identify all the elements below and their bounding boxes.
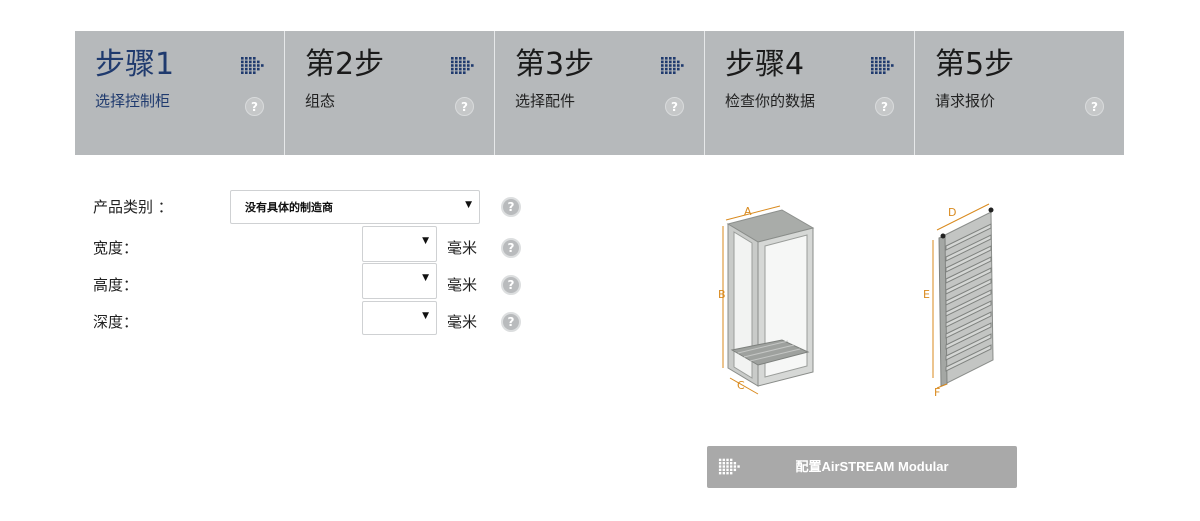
height-select[interactable]: ▼ xyxy=(362,263,437,299)
height-label: 高度： xyxy=(93,276,139,294)
configure-button-label: 配置AirSTREAM Modular xyxy=(795,459,949,474)
step-title: 步骤1 xyxy=(95,47,175,82)
step-title: 步骤4 xyxy=(725,47,805,82)
width-row: 宽度： ▼ 毫米 ? xyxy=(93,226,533,265)
step-title: 第3步 xyxy=(515,47,595,82)
caret-down-icon: ▼ xyxy=(422,311,429,321)
step-subtitle: 检查你的数据 xyxy=(725,92,816,110)
depth-select[interactable]: ▼ xyxy=(362,301,437,335)
step-5[interactable]: 第5步 请求报价 ? xyxy=(915,31,1124,155)
dotted-arrow-icon xyxy=(241,57,264,74)
step-subtitle: 选择控制柜 xyxy=(95,92,171,110)
rack-diagram: D E F xyxy=(923,203,994,399)
category-value: 没有具体的制造商 xyxy=(245,201,333,214)
caret-down-icon: ▼ xyxy=(465,200,472,210)
dotted-arrow-icon xyxy=(451,57,474,74)
cabinet-diagram: A B C xyxy=(718,205,815,395)
help-icon[interactable]: ? xyxy=(501,312,521,332)
step-subtitle: 组态 xyxy=(305,92,336,110)
width-unit: 毫米 xyxy=(447,239,478,257)
category-label: 产品类别 ： xyxy=(93,198,173,216)
step-3[interactable]: 第3步 选择配件 ? xyxy=(495,31,705,155)
step-4[interactable]: 步骤4 检查你的数据 ? xyxy=(705,31,915,155)
width-label: 宽度： xyxy=(93,239,139,257)
category-row: 产品类别 ： 没有具体的制造商 ▼ ? xyxy=(93,190,533,224)
depth-row: 深度： ▼ 毫米 ? xyxy=(93,301,533,339)
dimension-label: F xyxy=(934,386,940,399)
step-1[interactable]: 步骤1 选择控制柜 ? xyxy=(75,31,285,155)
height-unit: 毫米 xyxy=(447,276,478,294)
dimension-label: B xyxy=(718,288,726,301)
help-icon[interactable]: ? xyxy=(501,275,521,295)
dotted-arrow-icon xyxy=(718,458,740,475)
step-2[interactable]: 第2步 组态 ? xyxy=(285,31,495,155)
width-select[interactable]: ▼ xyxy=(362,226,437,262)
help-icon[interactable]: ? xyxy=(665,97,684,116)
depth-label: 深度： xyxy=(93,313,139,331)
caret-down-icon: ▼ xyxy=(422,236,429,246)
dotted-arrow-icon xyxy=(661,57,684,74)
help-icon[interactable]: ? xyxy=(501,197,521,217)
depth-unit: 毫米 xyxy=(447,313,478,331)
steps-bar: 步骤1 选择控制柜 ? 第2步 组态 ? 第3步 选择配件 ? 步骤4 检查你的… xyxy=(75,31,1124,155)
dotted-arrow-icon xyxy=(871,57,894,74)
step-subtitle: 请求报价 xyxy=(935,92,996,110)
dimension-label: E xyxy=(923,288,930,301)
help-icon[interactable]: ? xyxy=(1085,97,1104,116)
step-title: 第2步 xyxy=(305,47,385,82)
dimension-label: A xyxy=(744,205,752,218)
configure-button[interactable]: 配置AirSTREAM Modular xyxy=(707,446,1017,488)
help-icon[interactable]: ? xyxy=(501,238,521,258)
category-select[interactable]: 没有具体的制造商 ▼ xyxy=(230,190,480,224)
help-icon[interactable]: ? xyxy=(455,97,474,116)
caret-down-icon: ▼ xyxy=(422,273,429,283)
height-row: 高度： ▼ 毫米 ? xyxy=(93,263,533,302)
step-subtitle: 选择配件 xyxy=(515,92,576,110)
help-icon[interactable]: ? xyxy=(245,97,264,116)
step-title: 第5步 xyxy=(935,47,1015,82)
dimension-label: D xyxy=(948,206,956,219)
help-icon[interactable]: ? xyxy=(875,97,894,116)
dimension-label: C xyxy=(737,379,745,392)
